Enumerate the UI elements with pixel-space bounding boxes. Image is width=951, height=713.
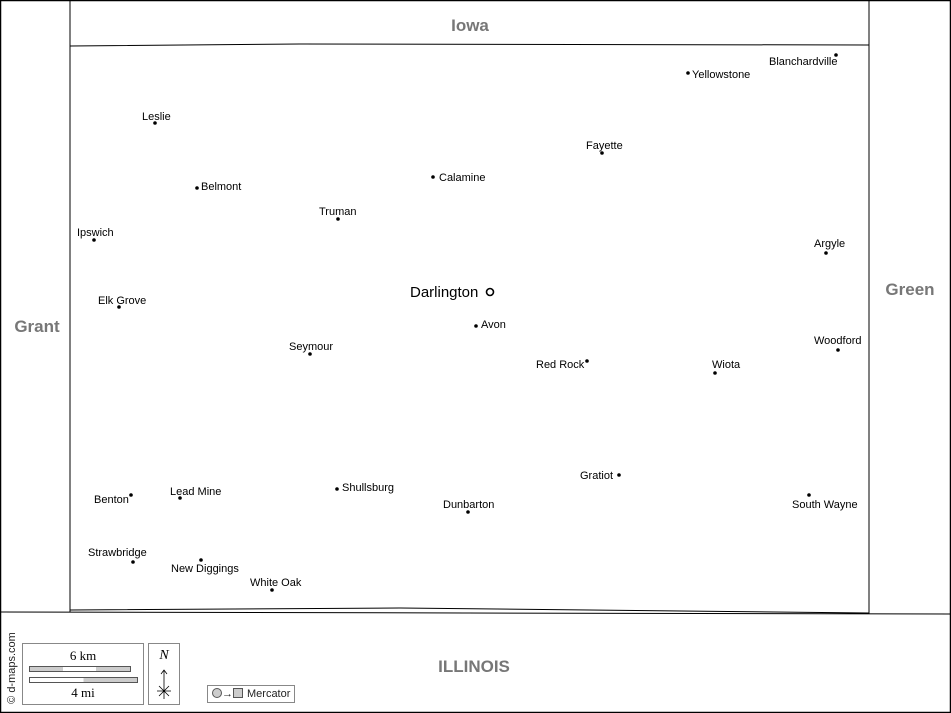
town-marker bbox=[686, 71, 690, 75]
credit: © d-maps.com bbox=[6, 632, 18, 704]
town-marker bbox=[617, 473, 621, 477]
town-marker bbox=[199, 558, 203, 562]
town-marker bbox=[836, 348, 840, 352]
town-label: South Wayne bbox=[792, 499, 858, 511]
town-label: Dunbarton bbox=[443, 499, 494, 511]
scale-mi-label: 4 mi bbox=[71, 685, 95, 700]
town-label: Seymour bbox=[289, 341, 333, 353]
town-marker bbox=[117, 305, 121, 309]
town-label: New Diggings bbox=[171, 563, 239, 575]
town-marker bbox=[308, 352, 312, 356]
map-square-icon bbox=[233, 688, 243, 698]
town-label: Lead Mine bbox=[170, 486, 221, 498]
town-marker bbox=[131, 560, 135, 564]
town-label: Gratiot bbox=[580, 470, 613, 482]
county-seat-label: Darlington bbox=[410, 284, 478, 301]
town-marker bbox=[824, 251, 828, 255]
scale-km-bar bbox=[29, 666, 131, 672]
county-borders bbox=[0, 0, 951, 615]
north-arrow: N bbox=[148, 643, 180, 705]
region-iowa: Iowa bbox=[451, 16, 489, 35]
town-marker bbox=[466, 510, 470, 514]
town-marker bbox=[807, 493, 811, 497]
town-marker bbox=[92, 238, 96, 242]
town-marker bbox=[270, 588, 274, 592]
county-seat-marker bbox=[485, 287, 495, 297]
globe-icon bbox=[212, 688, 222, 698]
town-marker bbox=[153, 121, 157, 125]
town-marker bbox=[600, 151, 604, 155]
town-marker bbox=[178, 496, 182, 500]
town-label: Leslie bbox=[142, 111, 171, 123]
projection-label: → Mercator bbox=[207, 685, 296, 703]
towns-layer: Yellowstone BlanchardvilleLeslieFayetteCa… bbox=[77, 53, 862, 592]
town-label: Red Rock bbox=[536, 359, 585, 371]
town-label: Blanchardville bbox=[769, 56, 837, 68]
town-marker bbox=[335, 487, 339, 491]
town-label: Benton bbox=[94, 494, 129, 506]
town-marker bbox=[129, 493, 133, 497]
town-label: Shullsburg bbox=[342, 482, 394, 494]
town-label: Argyle bbox=[814, 238, 845, 250]
compass-icon bbox=[157, 669, 171, 699]
town-marker bbox=[713, 371, 717, 375]
town-label: Woodford bbox=[814, 335, 862, 347]
town-label: Fayette bbox=[586, 140, 623, 152]
town-marker bbox=[474, 324, 478, 328]
town-label: Truman bbox=[319, 206, 357, 218]
projection-name: Mercator bbox=[247, 688, 291, 700]
town-marker bbox=[336, 217, 340, 221]
town-label: Wiota bbox=[712, 359, 741, 371]
town-label: Calamine bbox=[439, 172, 485, 184]
town-marker bbox=[834, 53, 838, 57]
town-marker bbox=[431, 175, 435, 179]
town-marker bbox=[585, 359, 589, 363]
scale-km-label: 6 km bbox=[69, 648, 97, 663]
town-label: Yellowstone bbox=[692, 69, 750, 81]
town-marker bbox=[195, 186, 199, 190]
town-label: Elk Grove bbox=[98, 295, 146, 307]
region-grant: Grant bbox=[14, 317, 60, 336]
town-label: Strawbridge bbox=[88, 547, 147, 559]
scale-bar: 6 km 4 mi bbox=[22, 643, 144, 705]
town-label: Ipswich bbox=[77, 227, 114, 239]
north-label: N bbox=[159, 648, 169, 663]
region-illinois: ILLINOIS bbox=[438, 657, 510, 676]
scale-mi-bar bbox=[29, 677, 138, 683]
town-label: White Oak bbox=[250, 577, 302, 589]
arrow-icon: → bbox=[222, 688, 233, 700]
town-label: Avon bbox=[481, 319, 506, 331]
town-label: Belmont bbox=[201, 181, 241, 193]
region-green: Green bbox=[885, 280, 934, 299]
